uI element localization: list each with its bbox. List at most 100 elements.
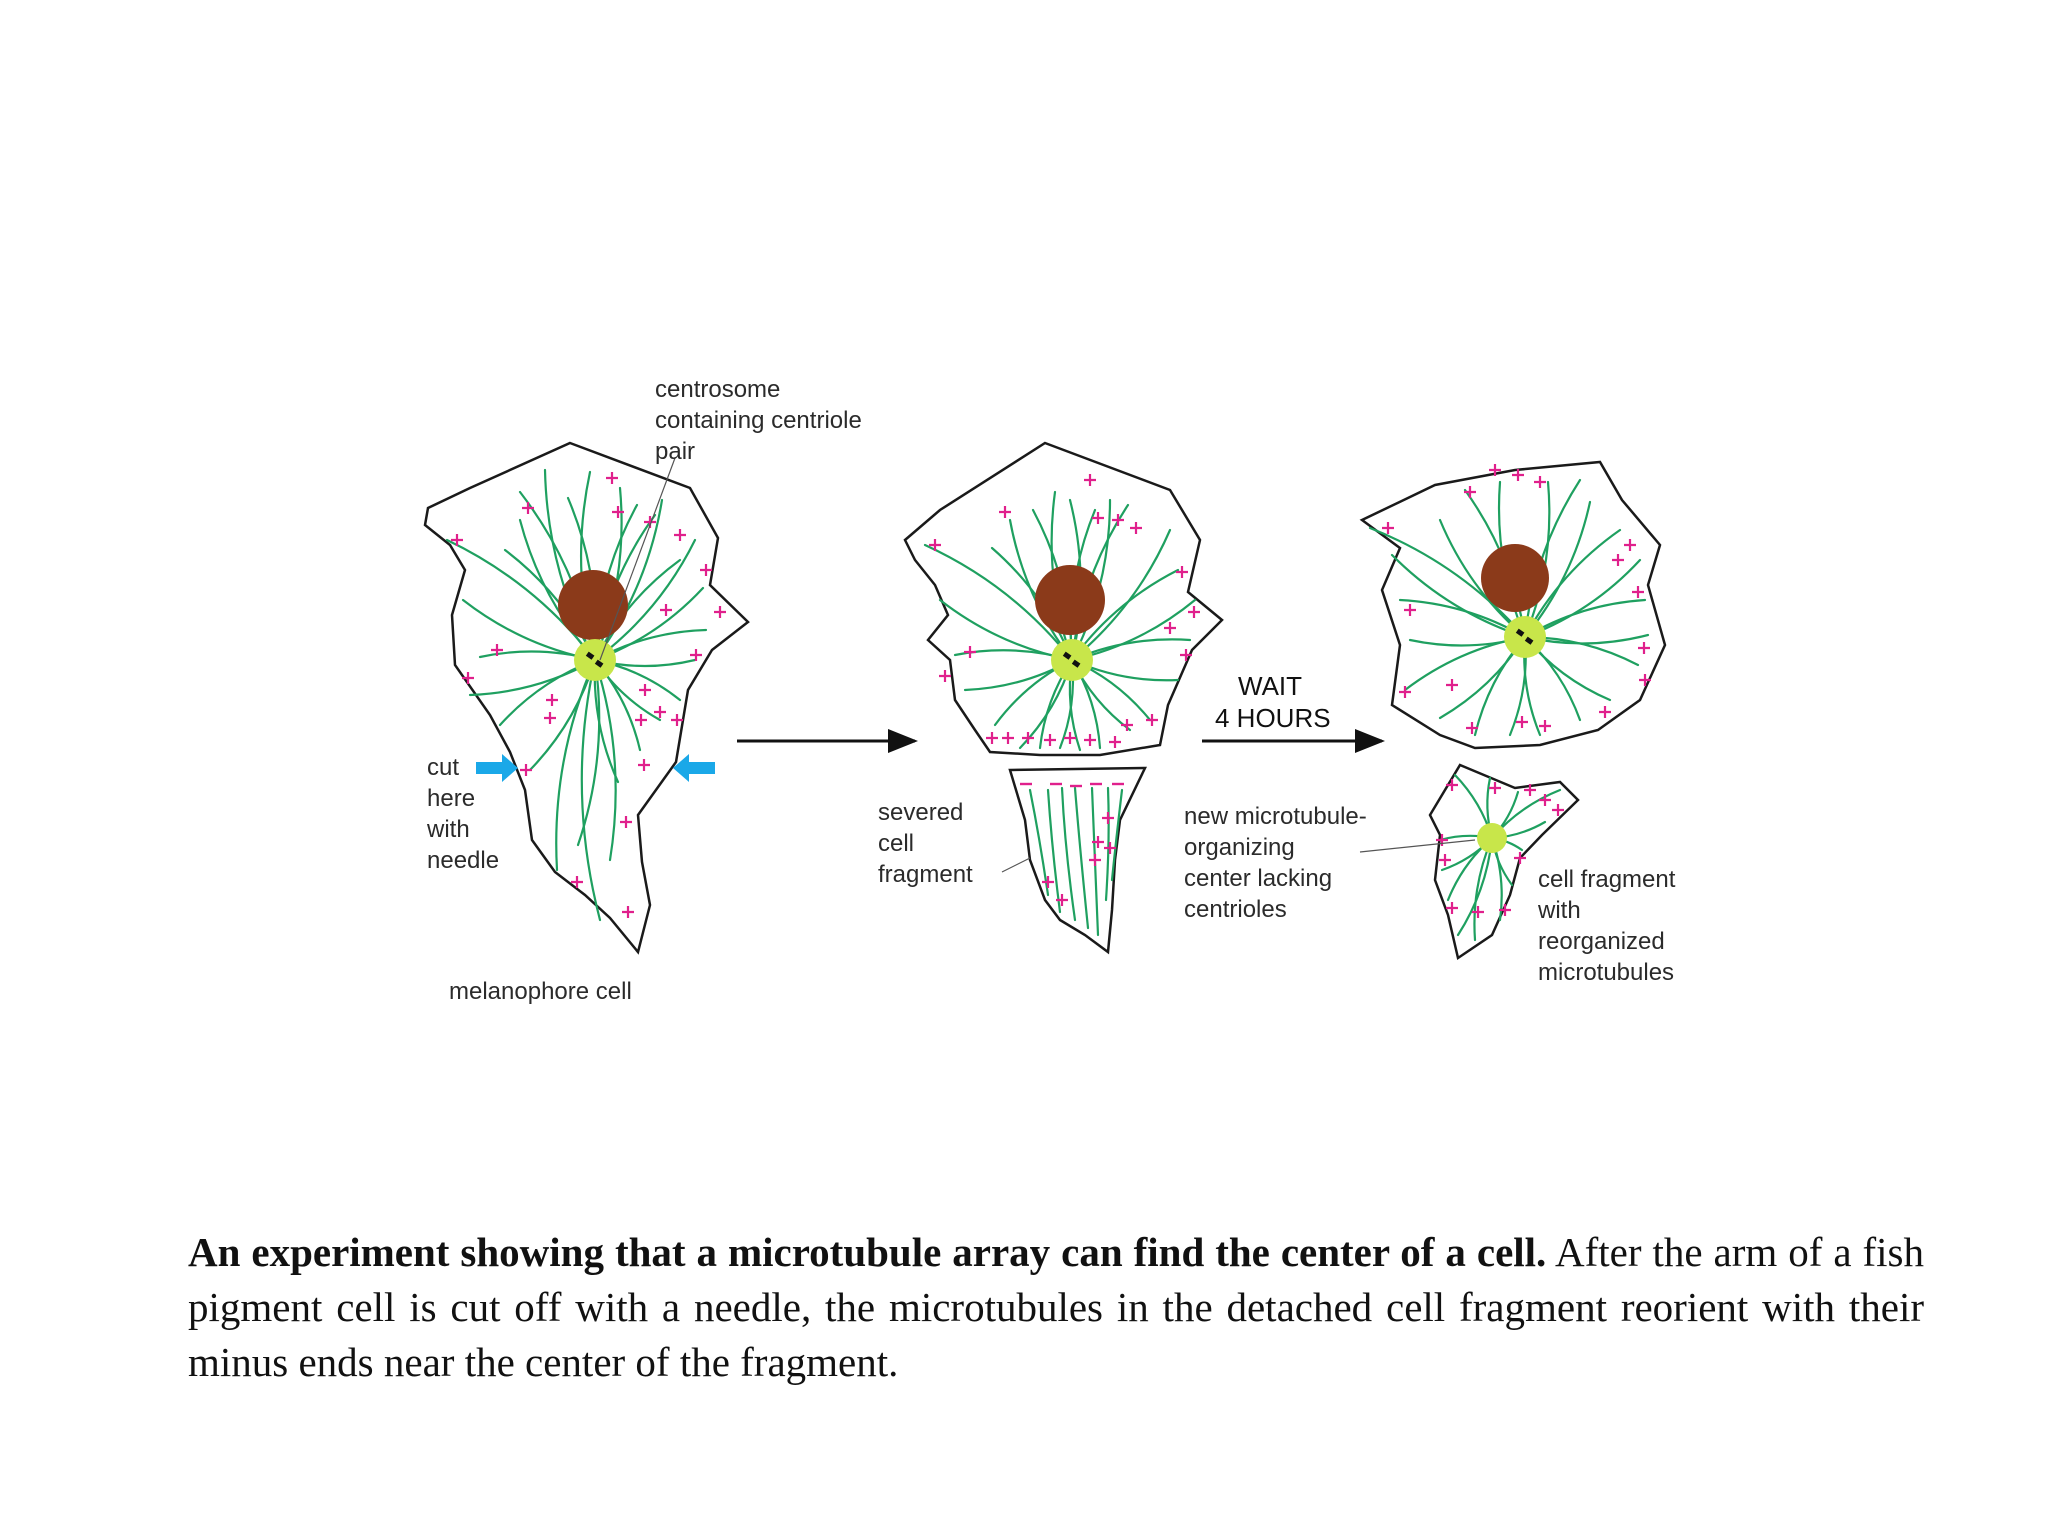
plus-end-icon [638,759,650,771]
label-line: here [427,785,475,812]
microtubule [593,658,617,862]
plus-end-icon [1164,622,1176,634]
plus-end-icon [1399,686,1411,698]
reorganized-main-plus-ends [1382,464,1651,734]
centriole-pair-icon [1515,628,1534,645]
plus-end-icon [1042,876,1054,888]
plus-end-icon [1638,642,1650,654]
plus-end-icon [1534,476,1546,488]
plus-end-icon [674,529,686,541]
plus-end-icon [660,604,672,616]
plus-end-icon [1121,719,1133,731]
microtubule [580,658,602,922]
plus-end-icon [1464,486,1476,498]
label-new-mtoc: new microtubule- organizing center lacki… [1184,803,1367,923]
label-line: 4 HOURS [1215,703,1331,733]
plus-end-icon [606,472,618,484]
plus-end-icon [1639,674,1651,686]
plus-end-icon [1084,474,1096,486]
microtubule [923,543,1074,662]
severed-cell-upper-outline [903,441,1224,757]
new-mtoc-pointer [1359,839,1476,853]
plus-end-icon [964,646,976,658]
plus-end-icon [1188,606,1200,618]
plus-end-icon [635,714,647,726]
severed-fragment-outline [1008,766,1148,955]
centriole-pair-icon [585,651,604,668]
plus-end-icon [1084,734,1096,746]
plus-end-icon [1104,842,1116,854]
severed-fragment-minus-ends [1020,782,1124,788]
severed-fragment-microtubules [1028,786,1124,937]
severed-nucleus [1035,565,1105,635]
plus-end-icon [1382,522,1394,534]
plus-end-icon [612,506,624,518]
plus-end-icon [491,644,503,656]
label-line: microtubules [1538,959,1674,986]
label-line: pair [655,438,695,465]
plus-end-icon [1064,732,1076,744]
melanophore-cell-outline [423,441,750,955]
label-line: needle [427,847,499,874]
plus-end-icon [1404,604,1416,616]
label-melanophore: melanophore cell [449,978,632,1005]
plus-end-icon [1092,836,1104,848]
label-line: centrosome [655,376,780,403]
microtubule [593,486,623,662]
label-centrosome: centrosome containing centriole pair [655,376,862,465]
label-wait: WAIT 4 HOURS [1215,671,1331,733]
plus-end-icon [1092,512,1104,524]
plus-end-icon [546,694,558,706]
severed-centrosome [1051,639,1093,681]
plus-end-icon [1512,469,1524,481]
label-severed: severed cell fragment [878,799,973,888]
label-line: with [1537,897,1581,924]
label-line: with [426,816,470,843]
plus-end-icon [462,672,474,684]
cut-arrow-right-icon [673,754,715,782]
plus-end-icon [544,712,556,724]
plus-end-icon [1109,736,1121,748]
plus-end-icon [690,649,702,661]
plus-end-icon [1102,812,1114,824]
label-line: cell fragment [1538,866,1676,893]
plus-end-icon [522,502,534,514]
label-line: severed [878,799,963,826]
plus-end-icon [1539,794,1551,806]
microtubule [1368,526,1527,639]
melanophore-centrosome [574,639,616,681]
plus-end-icon [1612,554,1624,566]
plus-end-icon [1516,716,1528,728]
plus-end-icon [1176,566,1188,578]
label-cut: cut here with needle [426,754,499,874]
label-line: centrioles [1184,896,1287,923]
label-line: cut [427,754,459,781]
plus-end-icon [1539,720,1551,732]
plus-end-icon [1599,706,1611,718]
plus-end-icon [986,732,998,744]
plus-end-icon [1489,782,1501,794]
plus-end-icon [1002,732,1014,744]
microtubule-experiment-diagram: centrosome containing centriole pair cut… [423,376,1676,1005]
plus-end-icon [999,506,1011,518]
melanophore-cell [423,441,750,955]
cut-arrow-left-icon [476,754,518,782]
plus-end-icon [1446,779,1458,791]
plus-end-icon [1089,854,1101,866]
severed-upper-plus-ends [929,474,1200,748]
plus-end-icon [1632,586,1644,598]
label-line: new microtubule- [1184,803,1367,830]
plus-end-icon [1439,854,1451,866]
plus-end-icon [1524,784,1536,796]
label-line: containing centriole [655,407,862,434]
caption-title: An experiment showing that a microtubule… [188,1229,1547,1275]
plus-end-icon [1446,902,1458,914]
plus-end-icon [1146,714,1158,726]
plus-end-icon [622,906,634,918]
reorganized-nucleus [1481,544,1549,612]
reorganized-main-outline [1359,460,1667,750]
figure-caption: An experiment showing that a microtubule… [188,1225,1924,1390]
plus-end-icon [1624,539,1636,551]
plus-end-icon [1180,649,1192,661]
plus-end-icon [451,534,463,546]
